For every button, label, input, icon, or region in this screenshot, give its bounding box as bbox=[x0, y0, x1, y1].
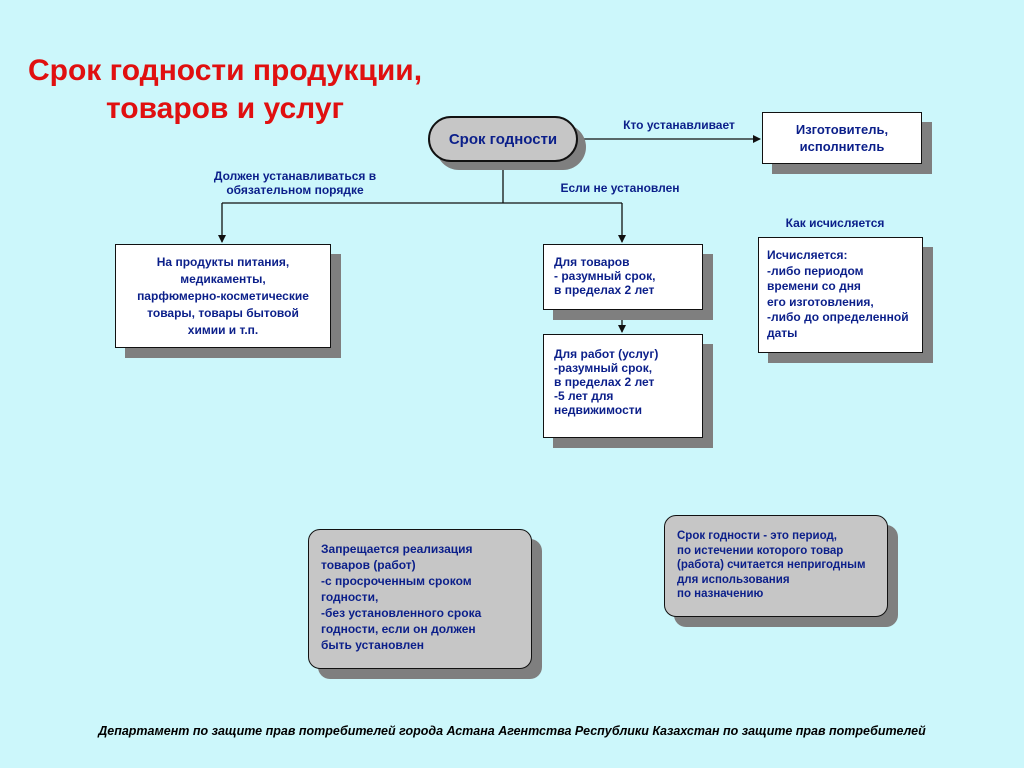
edge-label-if-not-set: Если не установлен bbox=[560, 181, 680, 195]
root-node-label: Срок годности bbox=[448, 130, 558, 148]
card-shelf-life-definition: Срок годности - это период, по истечении… bbox=[664, 515, 888, 617]
edge-label-must-set: Должен устанавливаться в обязательном по… bbox=[213, 169, 377, 197]
root-node-shelf-life: Срок годности bbox=[428, 116, 578, 162]
box-goods: Для товаров - разумный срок, в пределах … bbox=[543, 244, 703, 310]
box-works-services: Для работ (услуг) -разумный срок, в пред… bbox=[543, 334, 703, 438]
footer-department: Департамент по защите прав потребителей … bbox=[98, 724, 926, 738]
title-line-2: товаров и услуг bbox=[105, 92, 345, 125]
title-line-1: Срок годности продукции, bbox=[27, 54, 423, 87]
edge-label-who-sets: Кто устанавливает bbox=[623, 118, 735, 132]
page-title: Срок годности продукции, товаров и услуг bbox=[20, 52, 430, 128]
label-how-calculated: Как исчисляется bbox=[785, 216, 885, 230]
box-manufacturer: Изготовитель, исполнитель bbox=[762, 112, 922, 164]
box-calculation: Исчисляется: -либо периодом времени со д… bbox=[758, 237, 923, 353]
card-sale-prohibition: Запрещается реализация товаров (работ) -… bbox=[308, 529, 532, 669]
box-mandatory-products: На продукты питания, медикаменты, парфюм… bbox=[115, 244, 331, 348]
